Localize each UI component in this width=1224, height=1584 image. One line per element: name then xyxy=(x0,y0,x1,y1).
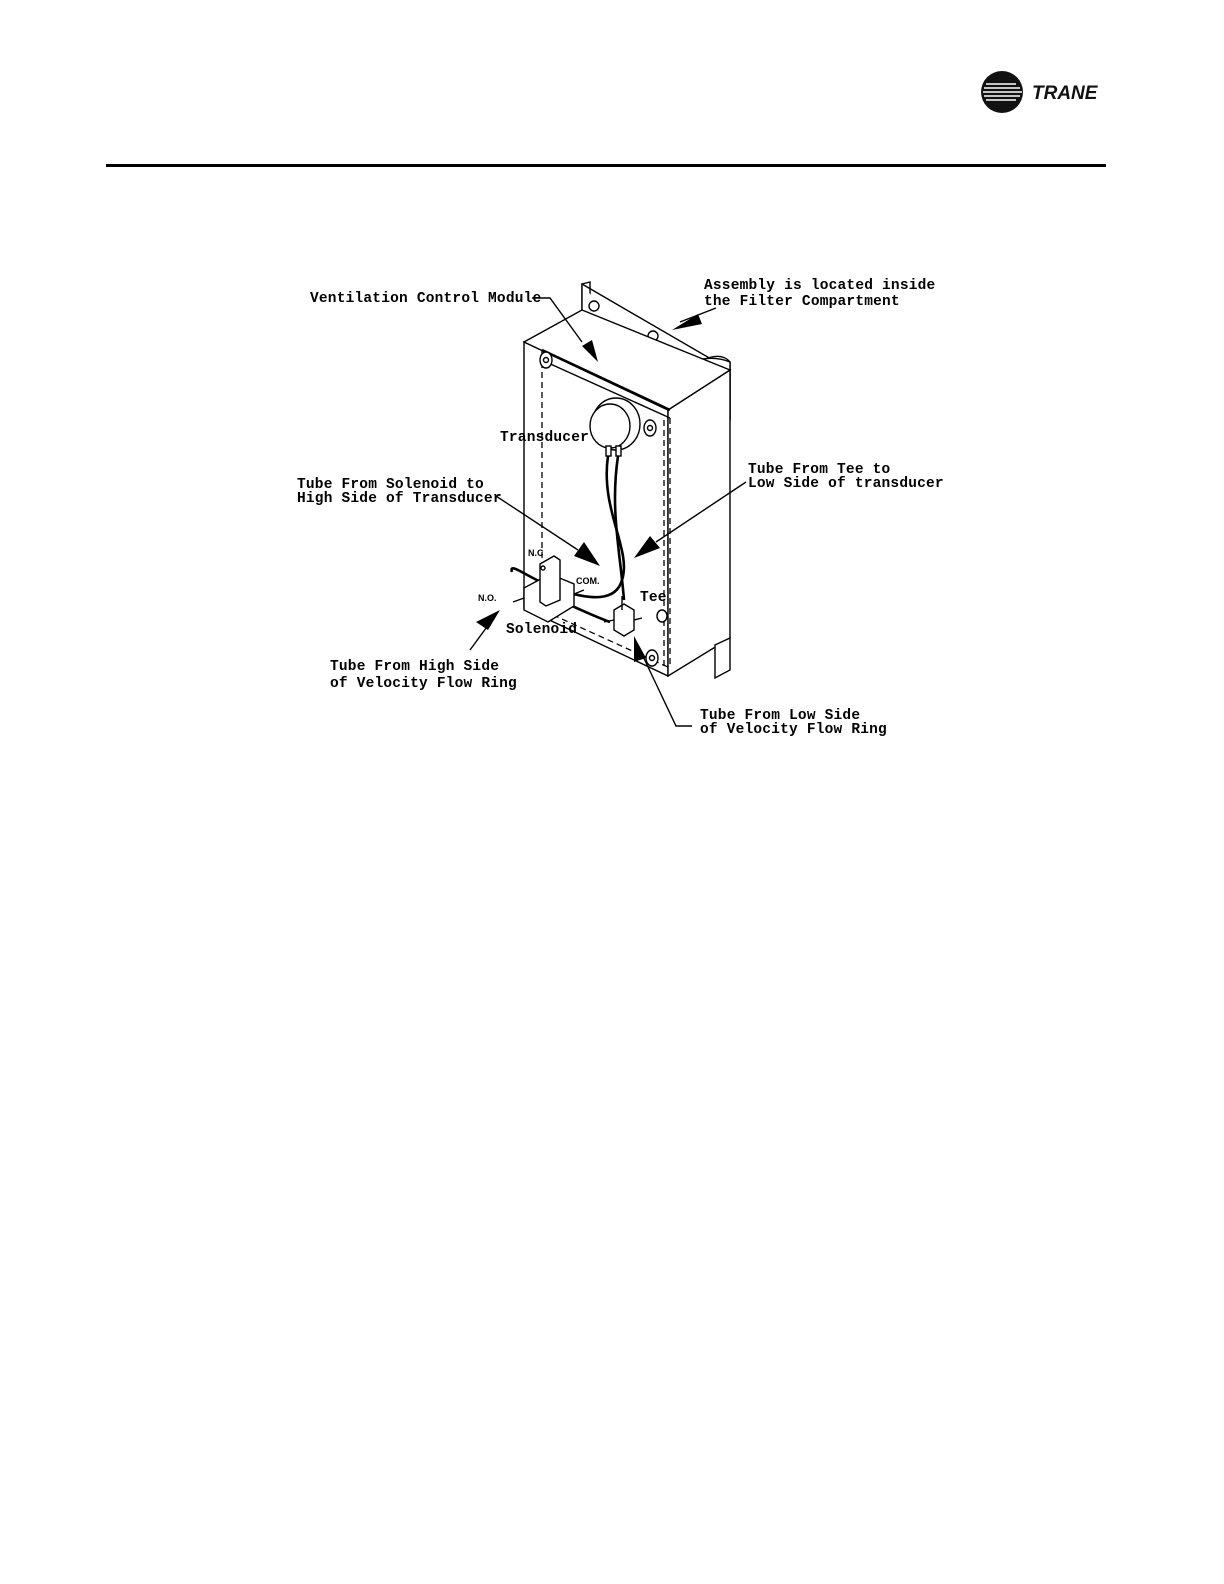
leader-assembly-location xyxy=(672,308,716,330)
label-solenoid: Solenoid xyxy=(506,622,577,638)
label-transducer: Transducer xyxy=(500,430,589,446)
label-tee: Tee xyxy=(640,590,667,606)
label-nc: N.C xyxy=(528,548,544,558)
label-tube-tee-line2: Low Side of transducer xyxy=(748,476,944,492)
label-high-side-line2: of Velocity Flow Ring xyxy=(330,676,517,692)
mounting-screw xyxy=(644,420,656,436)
leader-high-side-flow-ring xyxy=(470,610,500,650)
trane-logo-icon: TRANE xyxy=(980,70,1110,114)
label-assembly-line1: Assembly is located inside xyxy=(704,278,935,294)
label-com: COM. xyxy=(576,576,600,586)
label-no: N.O. xyxy=(478,593,497,603)
header-divider xyxy=(106,164,1106,167)
trane-wordmark: TRANE xyxy=(1032,83,1099,104)
control-box-side xyxy=(668,370,730,676)
mounting-screw xyxy=(540,352,552,368)
label-high-side-line1: Tube From High Side xyxy=(330,659,499,675)
label-ventilation-control-module: Ventilation Control Module xyxy=(310,291,541,307)
ventilation-control-assembly-diagram: Ventilation Control Module Assembly is l… xyxy=(260,250,980,770)
mounting-screw xyxy=(646,650,658,666)
label-assembly-line2: the Filter Compartment xyxy=(704,294,900,310)
label-low-side-line2: of Velocity Flow Ring xyxy=(700,722,887,738)
label-tube-solenoid-line2: High Side of Transducer xyxy=(297,491,502,507)
